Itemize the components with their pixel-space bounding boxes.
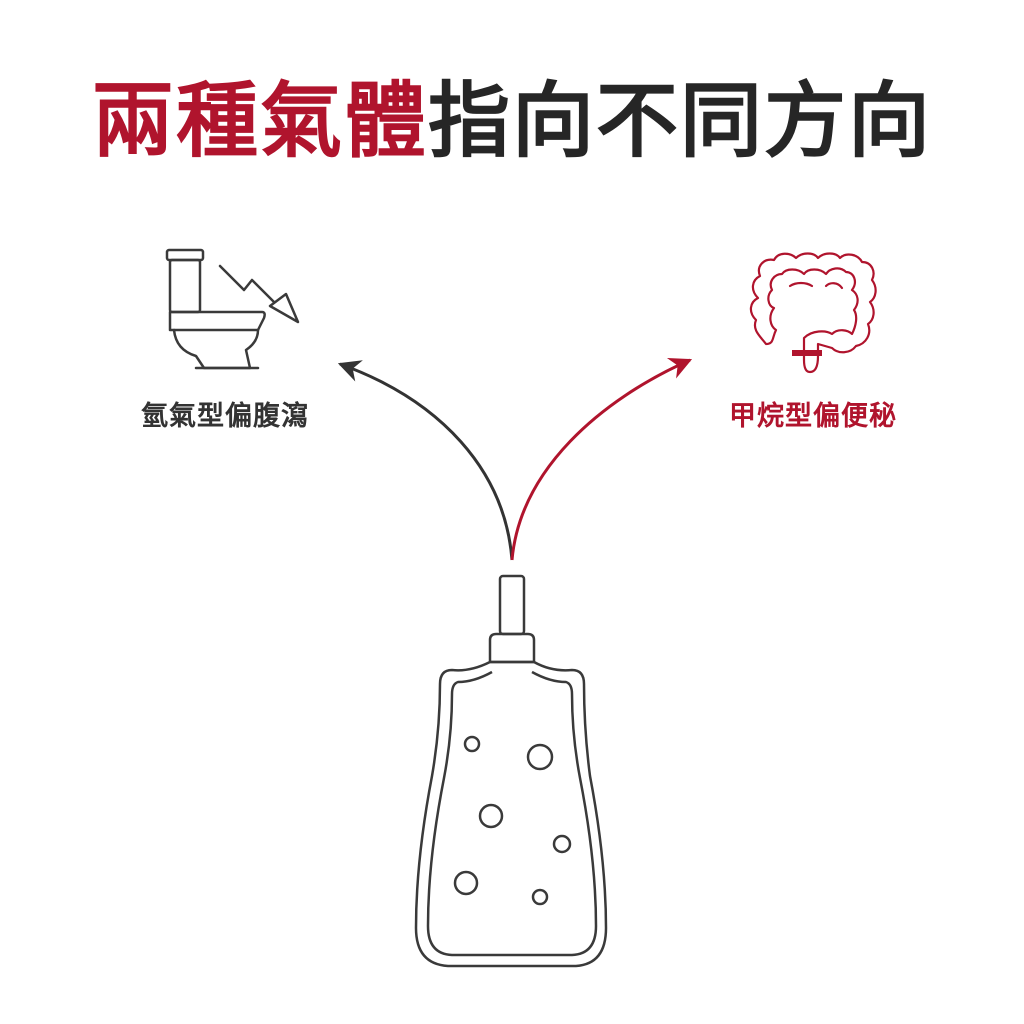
bubble xyxy=(552,834,572,854)
label-hydrogen-diarrhea: 氫氣型偏腹瀉 xyxy=(141,401,309,432)
bubble xyxy=(531,888,549,906)
gas-bag-icon xyxy=(414,574,608,968)
bubble xyxy=(463,735,481,753)
bubble xyxy=(453,870,479,896)
arrow-left xyxy=(337,360,514,561)
label-methane-constipation: 甲烷型偏便秘 xyxy=(729,401,897,432)
arrow-right xyxy=(510,357,693,561)
title-highlight: 兩種氣體 xyxy=(91,74,428,169)
toilet-diarrhea-icon xyxy=(165,248,300,370)
page-title: 兩種氣體指向不同方向 xyxy=(0,72,1024,172)
bubble xyxy=(526,743,554,771)
colon-constipation-icon xyxy=(749,252,877,374)
bubble xyxy=(478,803,504,829)
title-rest: 指向不同方向 xyxy=(428,74,933,169)
